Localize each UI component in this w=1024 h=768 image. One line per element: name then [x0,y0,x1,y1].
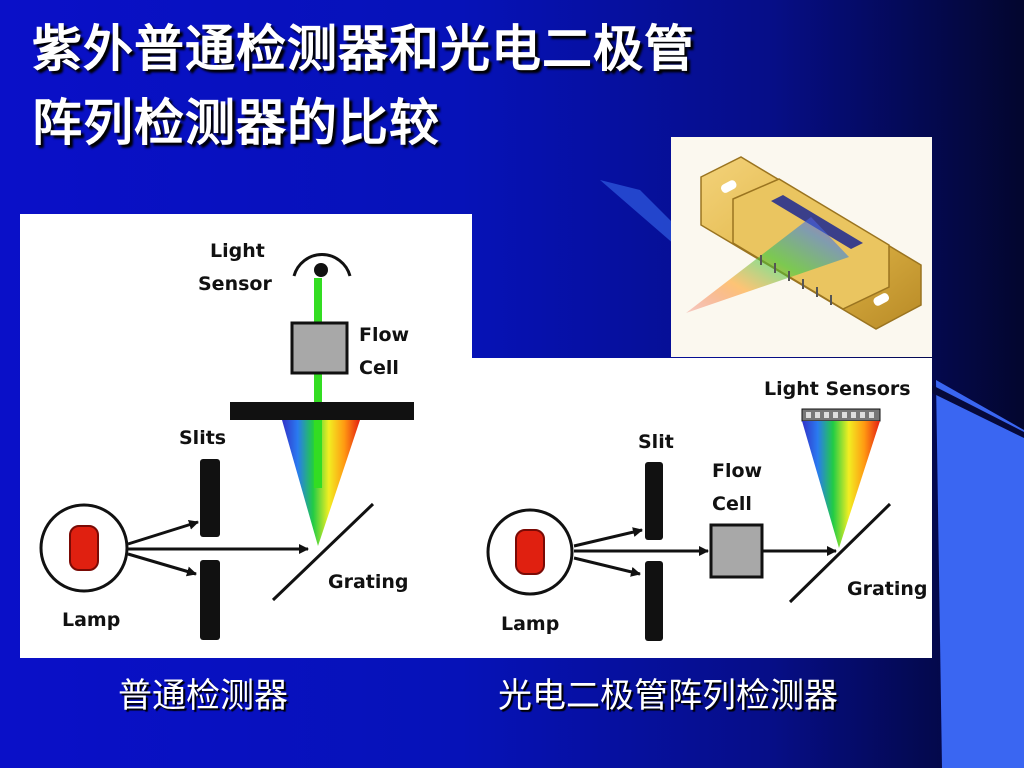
label-grating: Grating [328,571,409,593]
arrow-to-lower-slit [127,552,197,577]
slit-lower [200,560,220,640]
light-sensor-icon [314,263,328,277]
lamp-icon [69,525,99,571]
conventional-caption: 普通检测器 [118,676,288,716]
label-lamp: Lamp [62,609,120,631]
green-beam [314,278,322,488]
detector-window [771,195,863,249]
label-grating: Grating [847,578,928,600]
title-line-1: 紫外普通检测器和光电二极管 [32,20,695,78]
label-sensor: Sensor [198,273,272,295]
sensor-arc [292,253,352,277]
slide-title: 紫外普通检测器和光电二极管 阵列检测器的比较 [32,12,912,160]
slit-upper [200,459,220,537]
label-slit: Slit [638,431,674,453]
arrow-to-upper-slit [573,527,643,548]
grating-line [788,502,892,604]
sensor-array-cells [806,412,874,418]
pda-caption: 光电二极管阵列检测器 [498,676,838,716]
spectrum-fan [802,421,880,548]
aperture-bar [230,402,414,420]
arrow-to-upper-slit [127,519,199,546]
label-light: Light [210,240,265,262]
label-slits: Slits [179,427,226,449]
diode-array-photo [671,137,932,357]
conventional-diagram-svg: Light Sensor Flow Cell Slits Lamp [39,240,414,640]
arrow-to-lower-slit [573,556,641,577]
dark-stripe [930,384,1024,438]
chip-pins [760,255,832,305]
diode-array-illustration [686,156,922,330]
title-line-2: 阵列检测器的比较 [32,94,440,152]
pda-detector-diagram: Light Sensors Slit Flow Cell Lamp [472,358,932,658]
label-light-sensors: Light Sensors [764,378,911,400]
sensor-array [801,408,881,422]
grating-line [271,502,375,602]
label-cell: Cell [712,493,752,515]
light-blue-wedge [936,380,1024,768]
flow-cell-box [709,523,764,579]
slit-upper [645,462,663,540]
pda-diagram-svg: Light Sensors Slit Flow Cell Lamp [486,378,928,641]
slit-lower [645,561,663,641]
light-rays [686,217,849,313]
flow-cell-box [290,321,349,375]
label-flow: Flow [359,324,409,346]
conventional-detector-diagram: Light Sensor Flow Cell Slits Lamp [20,214,472,658]
label-cell: Cell [359,357,399,379]
mount-hole-1 [720,180,737,193]
label-flow: Flow [712,460,762,482]
mount-hole-2 [873,293,890,306]
label-lamp: Lamp [501,613,559,635]
lamp-icon [515,529,545,575]
